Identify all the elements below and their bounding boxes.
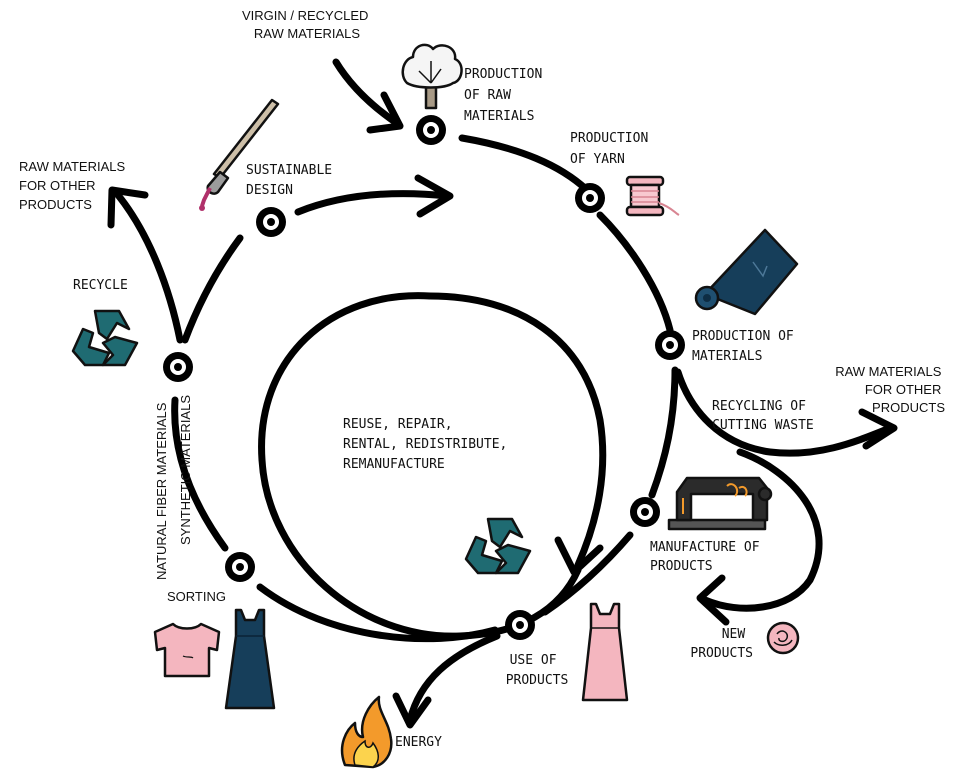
label-sustainable-design: SUSTAINABLE DESIGN xyxy=(246,163,340,198)
node-production-raw xyxy=(416,115,446,145)
path-use-to-sorting xyxy=(256,583,499,643)
path-yarn-to-materials xyxy=(596,211,674,334)
recycle-icon xyxy=(71,309,139,367)
path-virgin-in xyxy=(332,58,402,128)
label-new-products: NEW PRODUCTS xyxy=(690,627,753,661)
node-recycle xyxy=(163,352,193,382)
path-design-to-top xyxy=(294,190,452,216)
label-recycle: RECYCLE xyxy=(73,278,128,293)
path-sorting-to-recycle xyxy=(171,396,229,552)
label-raw-other-left: RAW MATERIALS FOR OTHER PRODUCTS xyxy=(19,159,129,212)
path-use-to-energy xyxy=(406,632,501,724)
cycle-nodes xyxy=(163,115,685,640)
arrow-energy xyxy=(392,692,432,729)
navy-dress-icon xyxy=(224,608,276,710)
path-recycle-to-design xyxy=(181,234,244,344)
cycle-paths xyxy=(107,58,898,729)
node-manufacture xyxy=(630,497,660,527)
label-production-raw: PRODUCTION OF RAW MATERIALS xyxy=(464,67,550,124)
label-synthetic: SYNTHETIC MATERIALS xyxy=(178,395,193,545)
label-raw-other-right: RAW MATERIALS FOR OTHER PRODUCTS xyxy=(835,364,945,415)
path-inner-loop-right xyxy=(426,292,607,569)
node-production-materials xyxy=(655,330,685,360)
fabric-roll-icon xyxy=(694,228,799,316)
path-recycle-to-raw-left xyxy=(114,191,184,344)
recycle-icon-center xyxy=(464,517,532,575)
arrow-new-products xyxy=(696,574,730,626)
path-new-products xyxy=(701,448,823,612)
tree-icon xyxy=(401,43,463,110)
path-materials-to-manufacture xyxy=(648,366,679,499)
label-use-products: USE OF PRODUCTS xyxy=(506,653,569,688)
label-energy: ENERGY xyxy=(395,735,442,750)
label-production-materials: PRODUCTION OF MATERIALS xyxy=(692,329,802,364)
arrow-cutting-waste xyxy=(858,408,898,450)
paintbrush-icon xyxy=(199,98,280,211)
label-inner-loop: REUSE, REPAIR, RENTAL, REDISTRIBUTE, REM… xyxy=(343,417,515,472)
arrow-design-to-top xyxy=(414,174,454,218)
path-cutting-waste xyxy=(674,368,894,457)
arrow-virgin-in xyxy=(366,91,404,134)
node-sorting xyxy=(225,552,255,582)
label-manufacture: MANUFACTURE OF PRODUCTS xyxy=(650,540,767,574)
sewing-machine-icon xyxy=(667,476,773,531)
arrow-raw-left xyxy=(107,186,149,229)
rose-icon xyxy=(766,621,800,655)
node-use xyxy=(505,610,535,640)
label-production-yarn: PRODUCTION OF YARN xyxy=(570,131,656,167)
arrow-inner-loop xyxy=(554,536,604,576)
fire-icon xyxy=(340,695,393,769)
label-recycling-cutting: RECYCLING OF CUTTING WASTE xyxy=(712,399,814,433)
node-sustainable-design xyxy=(256,207,286,237)
label-natural-fiber: NATURAL FIBER MATERIALS xyxy=(154,402,169,580)
path-raw-to-yarn xyxy=(458,134,591,194)
label-sorting: SORTING xyxy=(167,589,226,604)
node-production-yarn xyxy=(575,183,605,213)
yarn-spool-icon xyxy=(625,175,680,217)
pink-dress-icon xyxy=(581,602,629,702)
pink-tshirt-icon xyxy=(153,622,221,678)
label-virgin-recycled: VIRGIN / RECYCLED RAW MATERIALS xyxy=(242,8,372,41)
